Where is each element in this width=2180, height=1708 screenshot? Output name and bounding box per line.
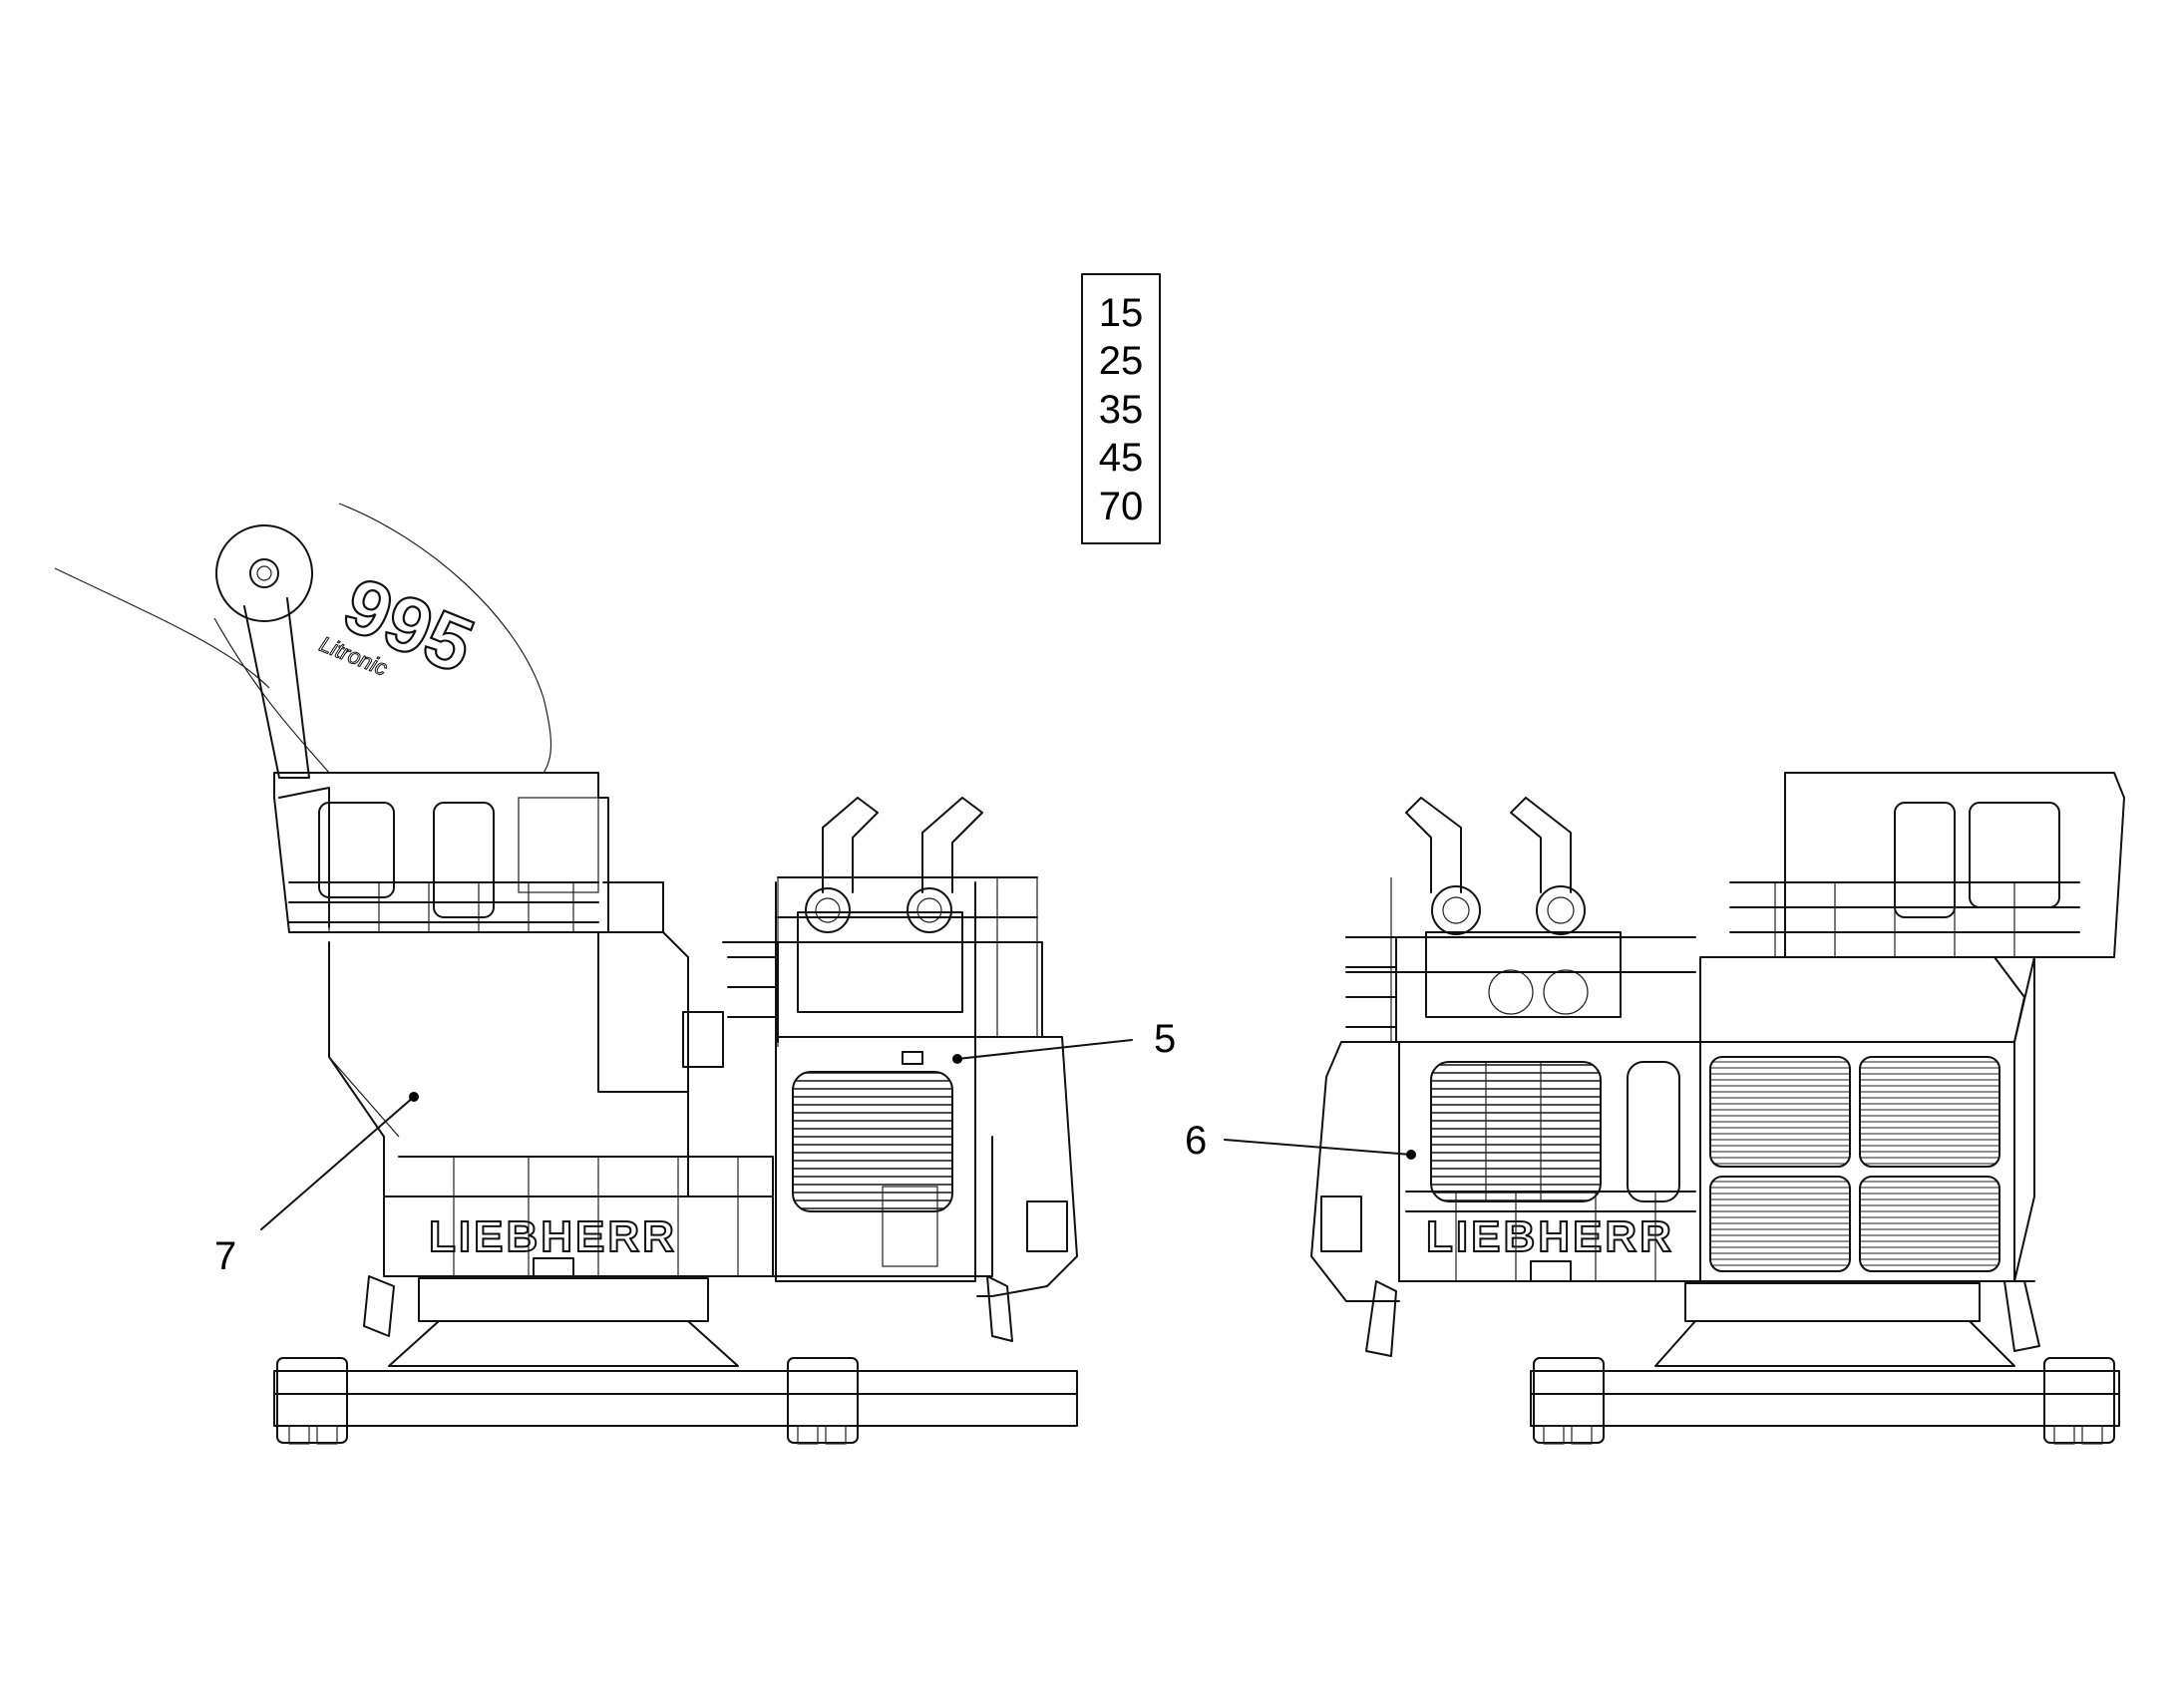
operator-cab-right xyxy=(1729,772,2125,958)
legend-box: 15 25 35 45 70 xyxy=(1081,273,1161,544)
boom-pin xyxy=(215,524,313,622)
operator-cab xyxy=(273,772,609,933)
model-number: 995 xyxy=(332,560,486,690)
legend-value: 35 xyxy=(1099,388,1144,432)
legend-value: 25 xyxy=(1099,339,1144,383)
undercarriage-right xyxy=(1365,1280,2120,1445)
upper-deck-right: LIEBHERR xyxy=(1398,1191,2035,1282)
cooling-panels xyxy=(1699,956,2035,1282)
boom-outline xyxy=(54,567,270,689)
callout-7: 7 xyxy=(214,1092,419,1278)
excavator-right-view: LIEBHERR xyxy=(1310,772,2125,1445)
legend-value: 15 xyxy=(1099,291,1144,335)
counterweight-right xyxy=(1310,1041,1400,1302)
upper-deck: LIEBHERR xyxy=(383,1136,993,1279)
engine-module xyxy=(722,881,1043,1282)
callout-label: 5 xyxy=(1154,1017,1176,1061)
brand-decal-right: LIEBHERR xyxy=(1426,1212,1674,1261)
legend-value: 70 xyxy=(1099,485,1144,528)
undercarriage xyxy=(273,1275,1078,1445)
excavator-left-view: 995 Litronic xyxy=(54,503,1078,1445)
callout-5: 5 xyxy=(952,1017,1176,1064)
callout-label: 6 xyxy=(1185,1119,1207,1163)
callout-6: 6 xyxy=(1185,1119,1416,1163)
brand-decal: LIEBHERR xyxy=(429,1212,677,1261)
exhaust-stacks xyxy=(805,797,983,933)
exhaust-stacks-right xyxy=(1405,797,1622,1018)
legend-value: 45 xyxy=(1099,436,1144,480)
cab-railing xyxy=(288,881,664,933)
callout-label: 7 xyxy=(214,1234,236,1278)
